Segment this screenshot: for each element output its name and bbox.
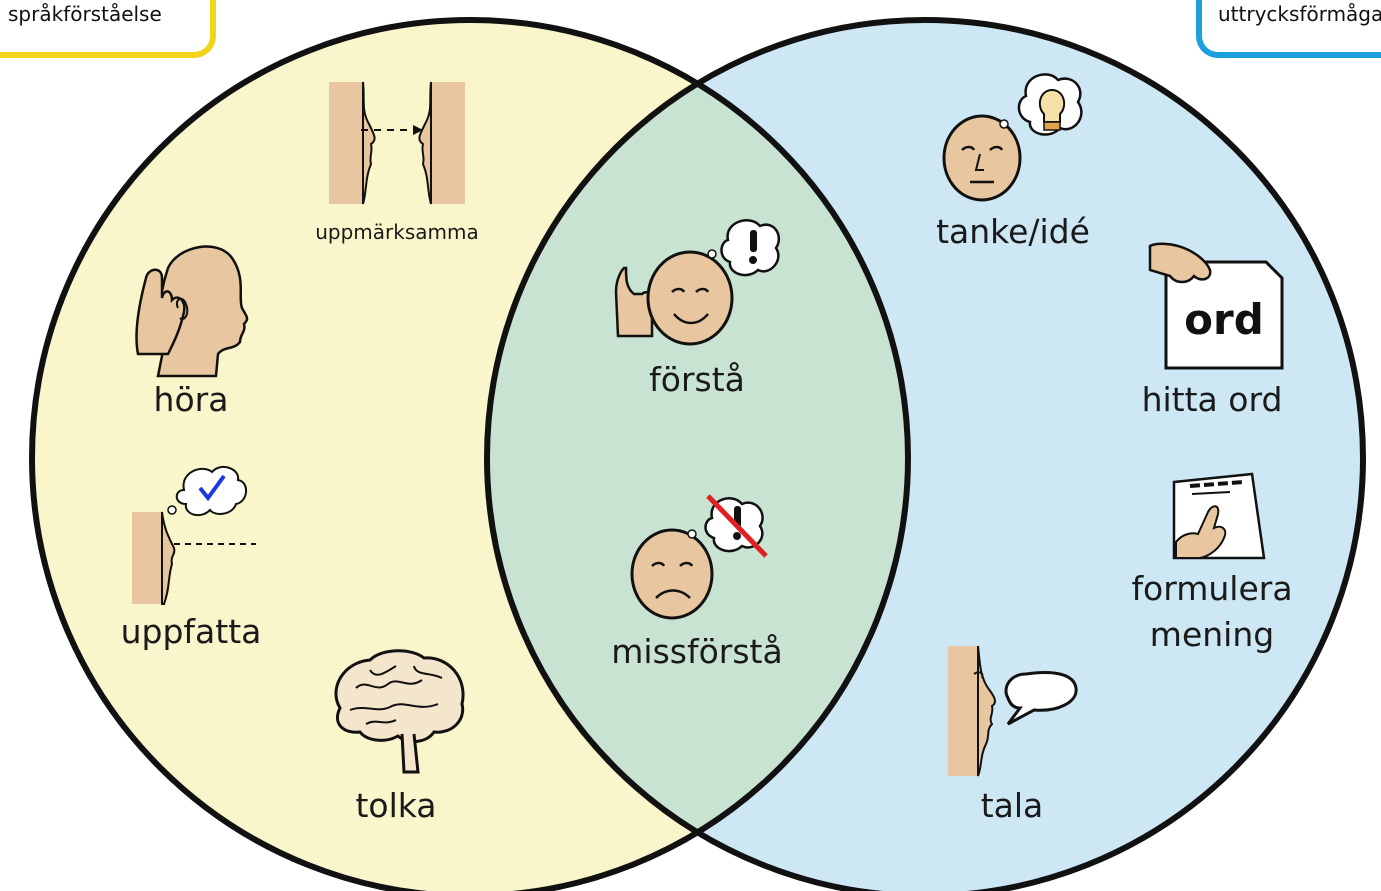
label-tolka: tolka — [355, 786, 436, 826]
word-card-text: ord — [1184, 295, 1264, 344]
finger-pointing-page-icon — [1168, 472, 1266, 562]
hand-holding-word-card-icon: ord — [1148, 240, 1288, 370]
label-uppfatta: uppfatta — [121, 612, 262, 652]
face-lightbulb-thought-icon — [940, 70, 1090, 204]
label-hora: höra — [154, 380, 229, 420]
label-formulera-line1: formulera — [1131, 566, 1292, 612]
smiling-face-exclamation-icon — [612, 218, 784, 348]
brain-icon — [326, 648, 468, 780]
face-speech-bubble-icon — [944, 644, 1084, 778]
label-forsta: förstå — [649, 360, 745, 400]
hand-to-ear-icon — [128, 238, 253, 378]
sad-face-crossed-exclamation-icon — [628, 490, 770, 620]
label-tanke: tanke/idé — [936, 212, 1090, 252]
label-formulera-mening: formulera mening — [1131, 566, 1292, 658]
label-hitta-ord: hitta ord — [1142, 380, 1283, 420]
two-faces-attention-icon — [325, 80, 470, 208]
right-set-label: uttrycksförmåga — [1196, 0, 1381, 58]
label-missforsta: missförstå — [611, 632, 782, 672]
label-uppmarksamma: uppmärksamma — [315, 220, 479, 244]
label-tala: tala — [981, 786, 1044, 826]
left-set-label: språkförståelse — [0, 0, 216, 58]
head-thought-check-icon — [128, 464, 268, 606]
label-formulera-line2: mening — [1131, 612, 1292, 658]
